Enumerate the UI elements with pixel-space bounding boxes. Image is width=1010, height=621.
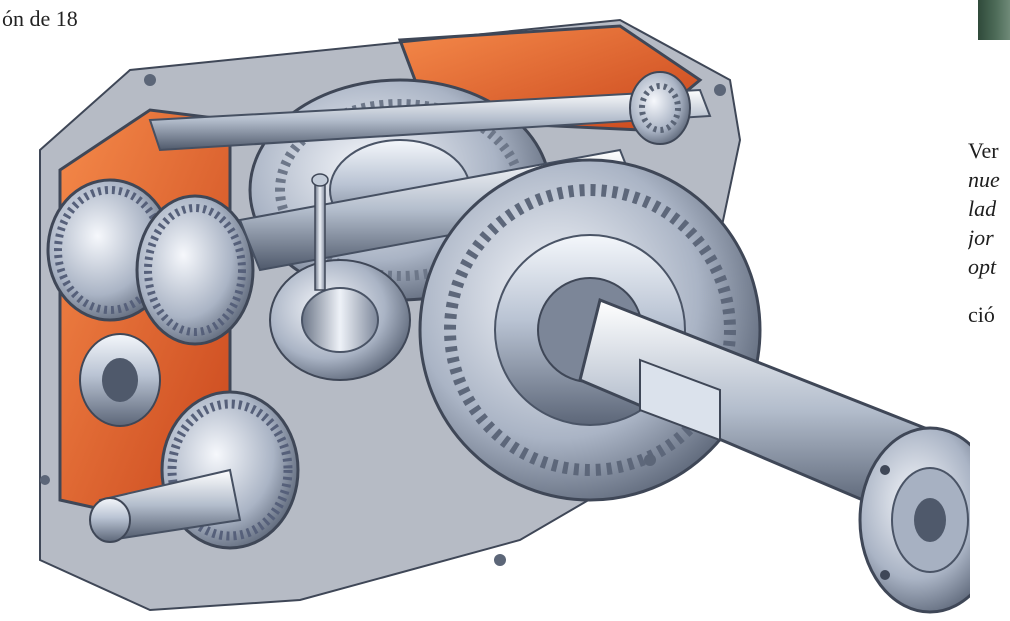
left-gears [46,178,255,427]
section-accent-bar [978,0,1010,40]
text-line: opt [968,254,997,279]
page-text-fragment-top: ón de 18 [2,6,78,31]
text-line: lad [968,196,997,221]
text-line: jor [968,225,994,250]
right-column-text: Ver nue lad jor opt ció [968,136,1010,329]
text-line: nue [968,167,1000,192]
final-drive-drum [418,158,762,502]
housing-bolts [40,74,726,566]
text-line: ció [968,302,995,327]
gearbox-cutaway-illustration [39,18,970,614]
top-shaft [148,71,712,152]
clutch-pack [89,390,300,550]
text-line: Ver [968,138,999,163]
axle-output-shaft [578,297,970,614]
